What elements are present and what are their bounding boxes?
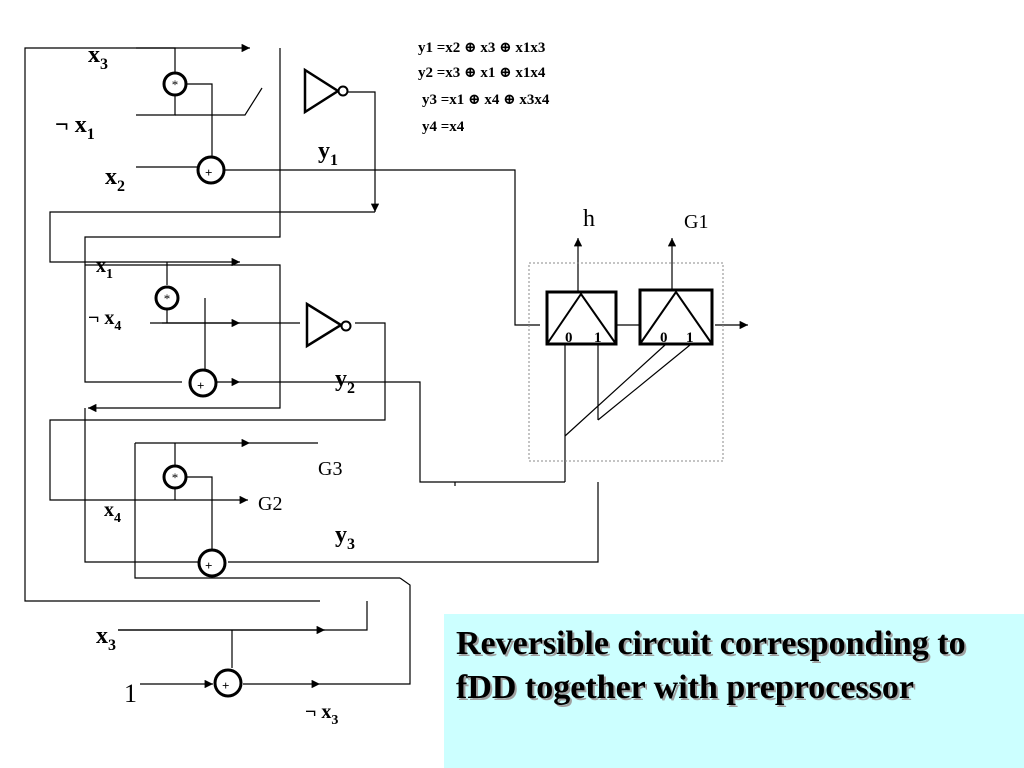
mux-h-0-label: 0 [565,330,573,346]
label-not-x1: ¬ x1 [55,112,95,143]
caption-text: Reversible circuit corresponding to fDD … [456,625,966,706]
equation-y4: y4 =x4 [422,119,465,135]
mux-container [528,262,724,462]
label-y3: y3 [335,522,355,553]
svg-text:+: + [205,558,212,573]
label-x4: x4 [104,499,121,526]
equation-y3: y3 =x1 ⊕ x4 ⊕ x3x4 [422,92,550,108]
and-gate-3: * [162,464,188,490]
equation-y1: y1 =x2 ⊕ x3 ⊕ x1x3 [418,40,545,56]
label-h: h [583,206,595,232]
label-g3: G3 [318,458,342,480]
label-x3-bottom: x3 [96,623,116,654]
caption-box: Reversible circuit corresponding to fDD … [444,614,1024,768]
wires [24,43,748,689]
inverter-1 [303,67,349,115]
label-g1: G1 [684,211,708,233]
xor-gate-1: + [196,155,226,185]
label-y2: y2 [335,366,355,397]
mux-g1-0-label: 0 [660,330,668,346]
svg-text:*: * [164,291,171,306]
xor-gate-4: + [213,668,243,698]
label-constant-one: 1 [124,679,137,708]
svg-text:+: + [205,165,212,180]
label-g2: G2 [258,493,282,515]
xor-gate-3: + [197,548,227,578]
label-x2: x2 [105,164,125,195]
label-x1: x1 [96,255,113,282]
mux-g1: 0 1 [638,288,714,346]
svg-text:*: * [172,470,179,485]
mux-g1-1-label: 1 [686,330,694,346]
xor-gate-2: + [188,368,218,398]
svg-text:+: + [222,678,229,693]
label-y1: y1 [318,138,338,169]
label-not-x3-out: ¬ x3 [305,701,338,728]
label-x3-top: x3 [88,42,108,73]
inverter-2 [305,301,352,349]
mux-h-1-label: 1 [594,330,602,346]
and-gate-1: * [162,71,188,97]
svg-text:*: * [172,77,179,92]
mux-h: 0 1 [545,290,618,346]
and-gate-2: * [154,285,180,311]
svg-text:+: + [197,378,204,393]
equation-y2: y2 =x3 ⊕ x1 ⊕ x1x4 [418,65,546,81]
label-not-x4: ¬ x4 [88,307,121,334]
